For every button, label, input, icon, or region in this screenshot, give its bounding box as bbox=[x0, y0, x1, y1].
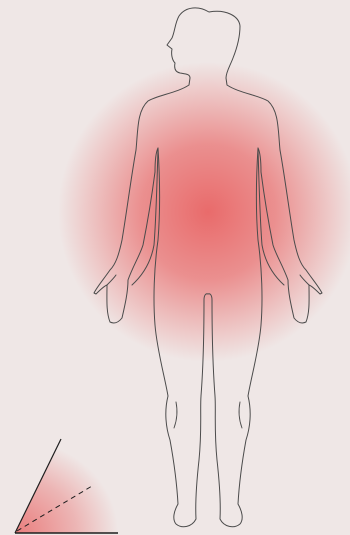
right-knee bbox=[239, 402, 242, 428]
angle-glow-wedge bbox=[15, 440, 118, 533]
angle-indicator bbox=[15, 439, 118, 533]
left-knee bbox=[174, 402, 177, 428]
